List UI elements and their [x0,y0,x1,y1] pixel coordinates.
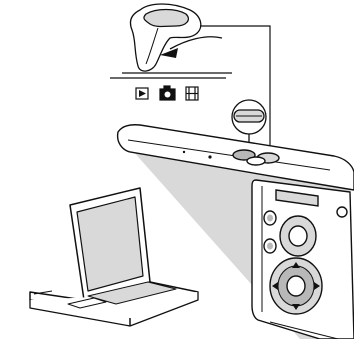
laptop-screen [77,197,143,291]
playback-icon [136,88,148,99]
top-button-mid [247,157,265,165]
control-wheel-center [287,276,305,296]
camera-icon [160,86,175,100]
dial-curve-arrow [170,37,222,49]
movie-icon [186,87,198,100]
laptop [30,188,198,326]
mode-icons-row [110,78,226,100]
dial-knob-top [144,10,188,27]
strap-lug [337,207,347,217]
